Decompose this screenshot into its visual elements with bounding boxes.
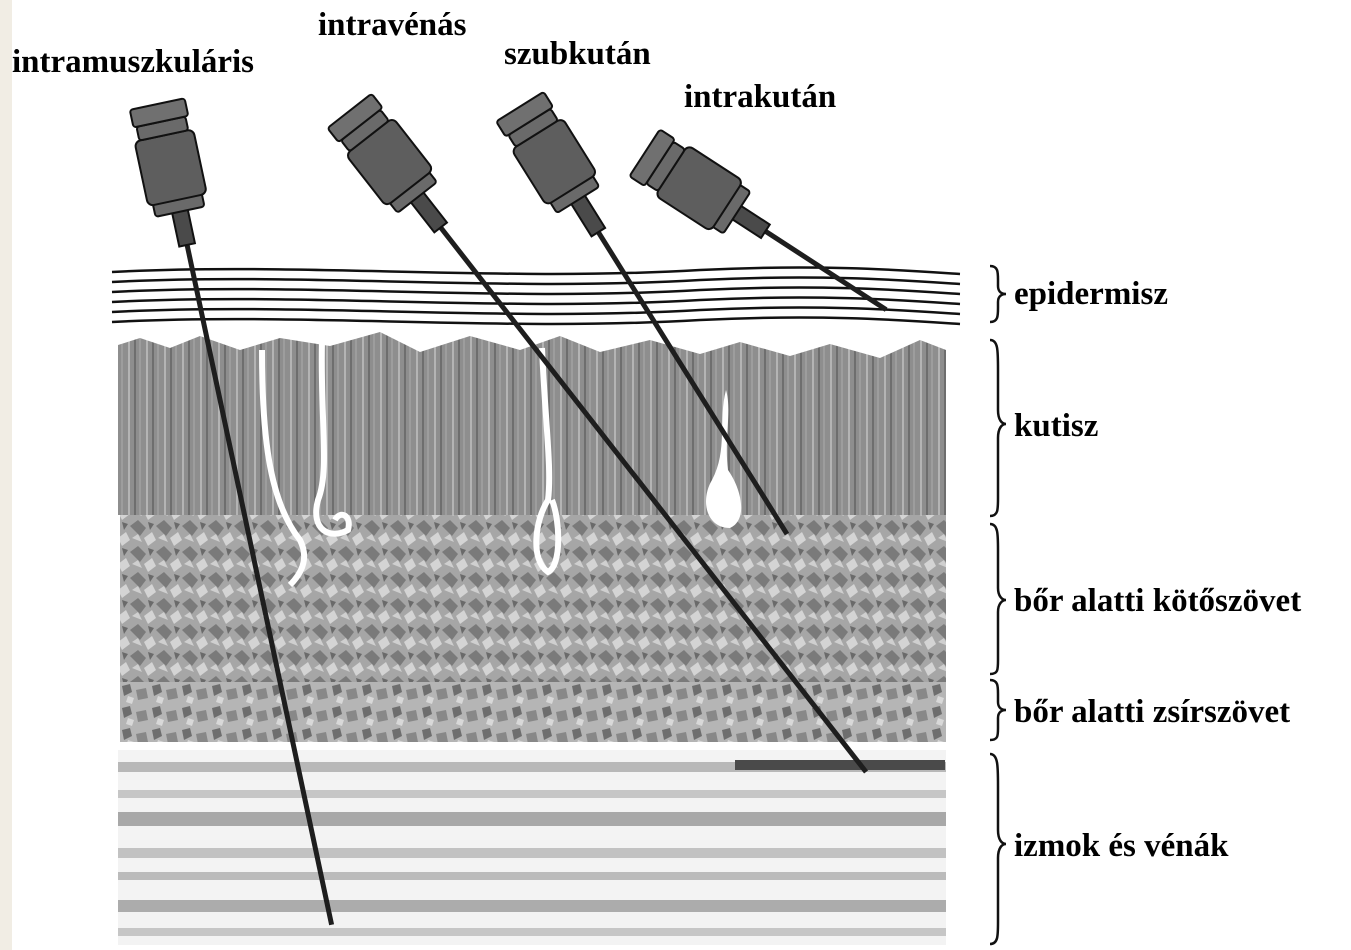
- muscle-layer: [118, 750, 946, 945]
- cutis-layer: [118, 332, 946, 515]
- layer-braces: [990, 266, 1006, 944]
- label-subcutaneous-fat: bőr alatti zsírszövet: [1014, 694, 1290, 730]
- label-epidermis: epidermisz: [1014, 276, 1168, 312]
- label-cutis: kutisz: [1014, 408, 1098, 444]
- label-subcutaneous: szubkután: [504, 36, 651, 72]
- label-muscles-veins: izmok és vénák: [1014, 828, 1229, 864]
- label-subcutaneous-connective: bőr alatti kötőszövet: [1014, 583, 1301, 619]
- intradermal-syringe: [628, 128, 902, 335]
- connective-layer: [120, 500, 946, 682]
- label-intradermal: intrakután: [684, 79, 836, 115]
- left-margin: [0, 0, 12, 950]
- label-intravenous: intravénás: [318, 7, 467, 43]
- label-intramuscular: intramuszkuláris: [12, 44, 254, 80]
- fat-layer: [120, 680, 946, 742]
